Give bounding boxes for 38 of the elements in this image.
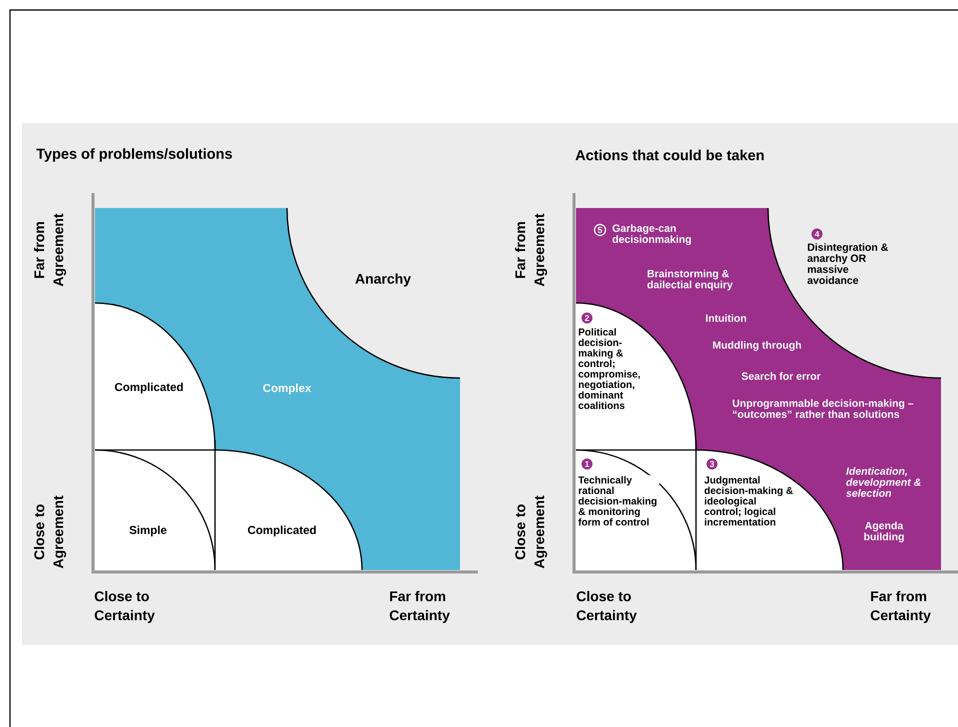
quadrant-region [576, 449, 697, 570]
region-label: Complex [263, 384, 312, 394]
number-badge: 3 [706, 458, 718, 470]
number-badge: 2 [582, 312, 592, 324]
axis-label: Far from Agreement [514, 214, 548, 286]
region-label: Simple [129, 526, 166, 536]
region-label: Identication, development & selection [846, 467, 921, 497]
region-label: Complicated [248, 526, 316, 536]
region-label: Political decision-making & control; compromise, negotiation, dominant coalitions [578, 328, 640, 410]
quadrant-region [94, 302, 216, 450]
axis-label: Close to Certainty [576, 590, 637, 624]
region-label: Judgmental decision-making & ideological control; logical incrementation [704, 476, 793, 526]
region-label: Unprogrammable decision-making – “outcomes” rather than solutions [732, 399, 914, 418]
axis-label: Close to Agreement [34, 496, 66, 568]
number-badge: 4 [812, 228, 822, 240]
region-label: Anarchy [355, 273, 411, 287]
axis-label: Far from Certainty [390, 590, 450, 624]
number-badge: 1 [582, 458, 592, 470]
region-label: Complicated [114, 382, 183, 394]
quadrant-region [214, 449, 363, 570]
region-label: Disintegration & anarchy OR massive avoidance [808, 243, 888, 284]
number-badge: 5 [594, 224, 606, 236]
axis-label: Close to Agreement [514, 496, 548, 568]
panel-title: Types of problems/solutions [36, 148, 232, 162]
region-label: Muddling through [713, 341, 801, 351]
region-label: Agenda building [864, 522, 904, 542]
region-label: Search for error [742, 372, 820, 380]
panel-title: Actions that could be taken [576, 150, 764, 160]
region-label: Garbage-can decisionmaking [612, 224, 691, 246]
axis-label: Far from Agreement [34, 214, 66, 286]
quadrant-region [696, 449, 844, 570]
region-label: Intuition [706, 314, 746, 322]
quadrant-region [576, 302, 697, 450]
axis-label: Close to Certainty [94, 590, 155, 624]
region-label: Technically rational decision-making & monitoring form of control [577, 475, 660, 527]
axis-label: Far from Certainty [870, 590, 931, 624]
region-label: Brainstorming & dailectial enquiry [647, 270, 733, 290]
quadrant-region [94, 449, 216, 570]
